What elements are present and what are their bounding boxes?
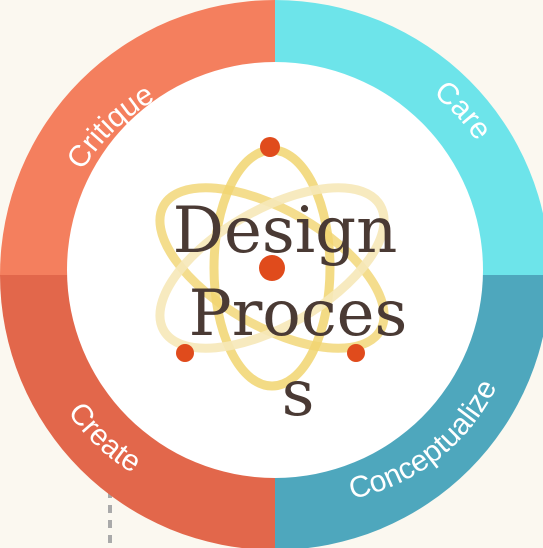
- atom-orbit-diagonal-left: [155, 183, 389, 353]
- atom-electron-right: [347, 344, 365, 362]
- atom-nucleus: [259, 255, 285, 281]
- atom-electron-top: [260, 137, 280, 157]
- atom-icon: [155, 137, 389, 391]
- diagram-title-line-2: Proces: [189, 277, 408, 351]
- atom-electron-left: [176, 344, 194, 362]
- atom-orbit-diagonal-right: [155, 183, 389, 353]
- diagram-title-line-1: Design: [173, 194, 398, 268]
- diagram-title-line-3: s: [282, 357, 315, 431]
